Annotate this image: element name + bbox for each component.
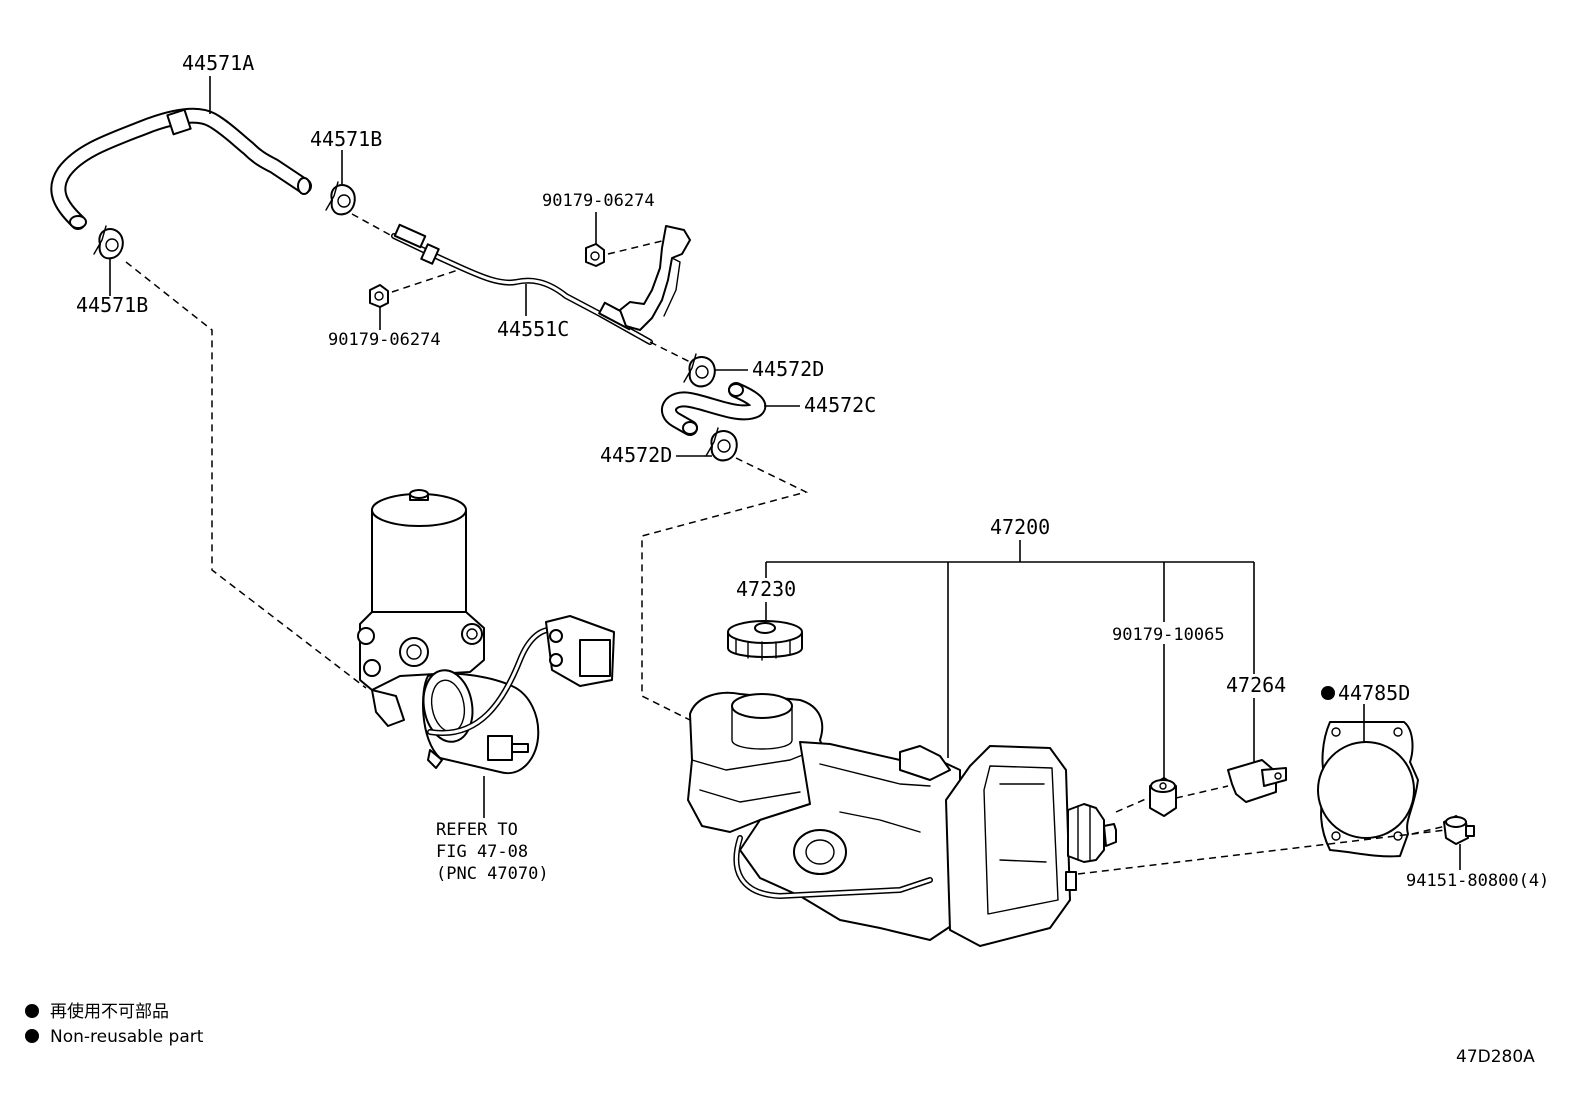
leader-lines bbox=[109, 76, 1461, 870]
nut-90179-06274-top[interactable] bbox=[585, 243, 605, 267]
bracket-47264[interactable] bbox=[1227, 759, 1287, 803]
clip-44571b-left[interactable] bbox=[93, 225, 124, 260]
callout-90179-10065: 90179-10065 bbox=[1112, 625, 1225, 645]
callout-44572d-top: 44572D bbox=[752, 357, 824, 381]
callout-44551c: 44551C bbox=[497, 317, 569, 341]
clip-44572d-top[interactable] bbox=[683, 353, 716, 388]
hose-44571a[interactable] bbox=[50, 107, 312, 230]
figure-code: 47D280A bbox=[1456, 1047, 1535, 1067]
callout-44571b-top: 44571B bbox=[310, 127, 382, 151]
pump-motor-assembly[interactable] bbox=[357, 489, 615, 775]
pipe-bracket[interactable] bbox=[619, 225, 691, 331]
callout-44572c: 44572C bbox=[804, 393, 876, 417]
callout-90179-06274-top: 90179-06274 bbox=[542, 191, 655, 211]
callout-44785d: 44785D bbox=[1338, 681, 1410, 705]
nut-94151-80800[interactable] bbox=[1443, 815, 1475, 845]
nut-90179-06274-left[interactable] bbox=[369, 284, 389, 308]
reservoir-cap-47230[interactable] bbox=[727, 620, 803, 661]
refer-note: REFER TO FIG 47-08 (PNC 47070) bbox=[436, 820, 549, 884]
callout-47264: 47264 bbox=[1226, 673, 1286, 697]
gasket-44785d[interactable] bbox=[1317, 721, 1419, 858]
callout-44571b-left: 44571B bbox=[76, 293, 148, 317]
callout-90179-06274-left: 90179-06274 bbox=[328, 330, 441, 350]
legend-text-jp: 再使用不可部品 bbox=[50, 1001, 169, 1022]
legend-bullet-jp bbox=[25, 1004, 39, 1018]
refer-note-line2: FIG 47-08 bbox=[436, 842, 528, 862]
refer-note-line1: REFER TO bbox=[436, 820, 518, 840]
brake-booster-assembly-47200[interactable] bbox=[687, 691, 1117, 947]
legend-text-en: Non-reusable part bbox=[50, 1027, 204, 1047]
nut-90179-10065[interactable] bbox=[1149, 777, 1177, 817]
callout-44571a: 44571A bbox=[182, 51, 254, 75]
callout-44572d-bottom: 44572D bbox=[600, 443, 672, 467]
non-reusable-marker-44785d bbox=[1321, 686, 1335, 700]
refer-note-line3: (PNC 47070) bbox=[436, 864, 549, 884]
clip-44572d-bottom[interactable] bbox=[705, 427, 738, 462]
callout-47230: 47230 bbox=[736, 577, 796, 601]
hose-44572c[interactable] bbox=[661, 382, 767, 436]
callout-47200: 47200 bbox=[990, 515, 1050, 539]
legend-bullet-en bbox=[25, 1029, 39, 1043]
callout-94151-80800: 94151-80800(4) bbox=[1406, 871, 1549, 891]
clip-44571b-top[interactable] bbox=[325, 181, 356, 216]
assembly-lines bbox=[125, 213, 1447, 875]
legend: 再使用不可部品 Non-reusable part bbox=[25, 1001, 204, 1047]
